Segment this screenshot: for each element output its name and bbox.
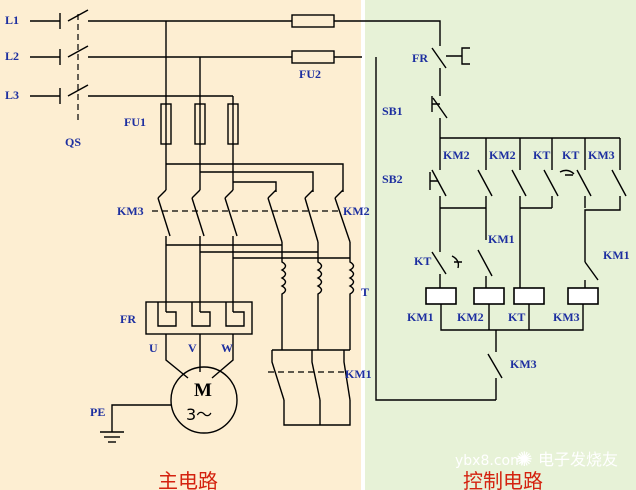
label-qs: QS	[65, 135, 81, 149]
label-l3: L3	[5, 88, 19, 102]
label-fu1: FU1	[124, 115, 146, 129]
label-kt-top-a: KT	[533, 148, 550, 162]
label-fr-main: FR	[120, 312, 136, 326]
label-km3-main: KM3	[117, 204, 144, 218]
motor-phase-label: 3～	[186, 405, 212, 424]
label-km2-top-a: KM2	[443, 148, 470, 162]
watermark: ybx8.com ✺ 电子发烧友	[455, 447, 618, 471]
label-km1-far: KM1	[603, 248, 630, 262]
label-sb2: SB2	[382, 172, 403, 186]
label-fr-control: FR	[412, 51, 428, 65]
label-km3-bottom: KM3	[510, 357, 537, 371]
label-sb1: SB1	[382, 104, 403, 118]
label-km2-top-b: KM2	[489, 148, 516, 162]
control-circuit-caption: 控制电路	[463, 469, 543, 490]
label-coil-km2: KM2	[457, 310, 484, 324]
label-km1-main: KM1	[345, 367, 372, 381]
label-coil-km1: KM1	[407, 310, 434, 324]
label-kt-top-b: KT	[562, 148, 579, 162]
section-divider	[361, 0, 365, 490]
watermark-logo-icon: ✺	[516, 447, 533, 471]
label-t: T	[361, 285, 369, 299]
label-l1: L1	[5, 13, 19, 27]
label-km1-right: KM1	[488, 232, 515, 246]
label-kt-left: KT	[414, 254, 431, 268]
label-u: U	[149, 341, 158, 355]
label-coil-km3: KM3	[553, 310, 580, 324]
control-circuit-background	[365, 0, 636, 490]
label-km3-top: KM3	[588, 148, 615, 162]
label-coil-kt: KT	[508, 310, 525, 324]
main-circuit-wiring	[30, 9, 362, 443]
control-circuit-wiring	[362, 20, 627, 401]
label-v: V	[188, 341, 197, 355]
watermark-site: ybx8.com	[455, 453, 524, 469]
label-pe: PE	[90, 405, 105, 419]
main-circuit-caption: 主电路	[158, 469, 218, 490]
label-km2-main: KM2	[343, 204, 370, 218]
motor-label: M	[194, 380, 212, 401]
label-l2: L2	[5, 49, 19, 63]
label-w: W	[221, 341, 233, 355]
watermark-brand: 电子发烧友	[538, 450, 618, 469]
label-fu2: FU2	[299, 67, 321, 81]
